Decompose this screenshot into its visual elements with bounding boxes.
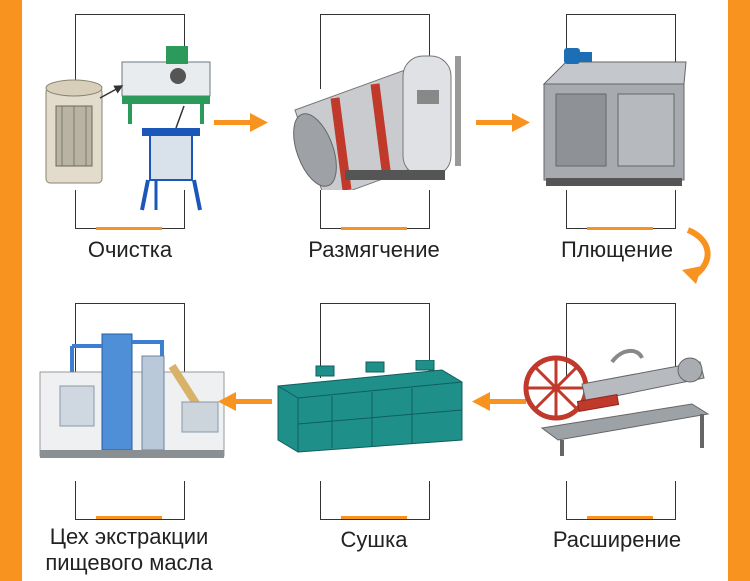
label-underline: [587, 227, 653, 230]
frame-bottom: [566, 190, 676, 229]
step-label: Расширение: [552, 527, 682, 552]
step-label: Цех экстракции пищевого масла: [45, 524, 213, 575]
label-underline: [341, 516, 407, 519]
arrow-left-icon: [472, 392, 526, 411]
frame-bottom: [75, 190, 185, 229]
dryer-icon: [277, 360, 463, 453]
frame-top: [566, 303, 676, 378]
arrow-left-icon: [218, 392, 272, 411]
left-accent-bar: [0, 0, 22, 581]
step-label: Сушка: [340, 527, 408, 552]
frame-top: [320, 303, 430, 378]
label-underline: [96, 227, 162, 230]
right-accent-bar: [728, 0, 750, 581]
step-label: Размягчение: [308, 237, 440, 262]
arrow-right-icon: [214, 113, 268, 132]
frame-top: [320, 14, 430, 89]
expander-icon: [523, 349, 710, 456]
flaking-mill-icon: [542, 48, 687, 186]
step-label: Плющение: [561, 237, 673, 262]
frame-bottom: [320, 190, 430, 229]
frame-bottom: [566, 481, 676, 520]
frame-bottom: [320, 481, 430, 520]
arrow-curve-down-icon: [682, 227, 711, 284]
label-underline: [341, 227, 407, 230]
frame-bottom: [75, 481, 185, 520]
cleaning-machine-icon: [45, 46, 211, 211]
arrow-right-icon: [476, 113, 530, 132]
label-underline: [587, 516, 653, 519]
extraction-plant-icon: [39, 333, 225, 458]
softening-drum-icon: [293, 55, 461, 190]
step-label: Очистка: [87, 237, 173, 262]
label-underline: [96, 516, 162, 519]
frame-top: [75, 303, 185, 378]
